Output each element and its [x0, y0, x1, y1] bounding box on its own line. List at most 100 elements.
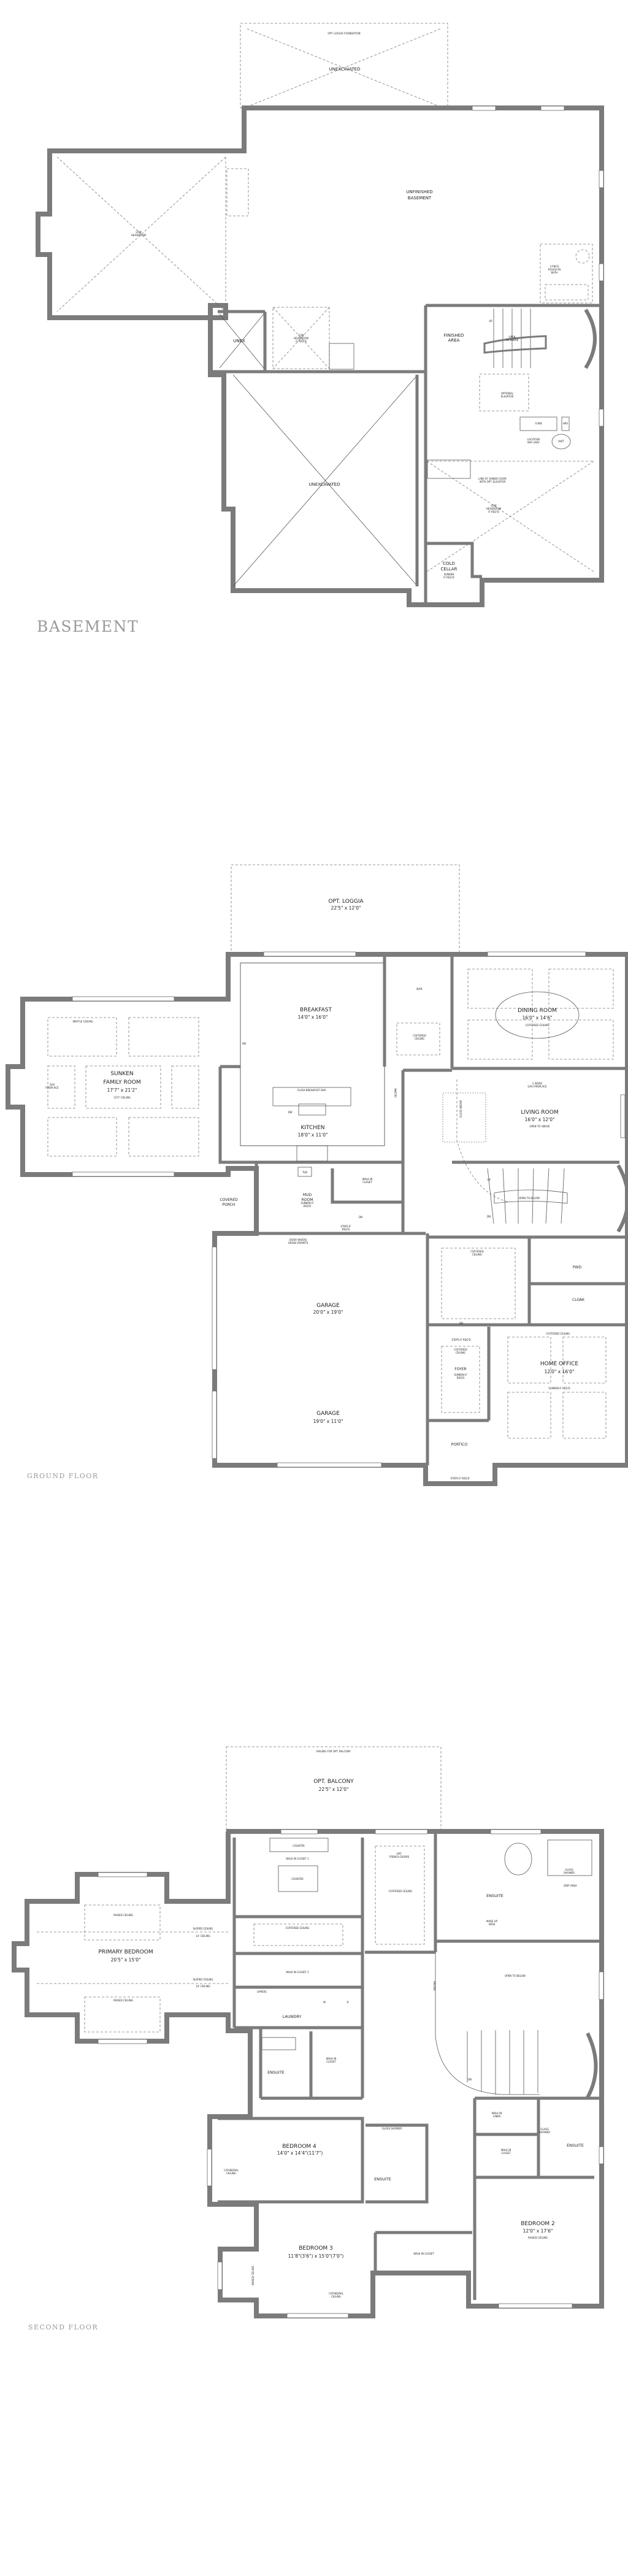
mud-room-label: MUD	[303, 1193, 312, 1197]
loggia-foundation-outline	[240, 23, 448, 109]
family-room-dimension: 17'7" x 21'2"	[107, 1087, 137, 1093]
stair-bay-wall	[584, 309, 597, 369]
location-note: LOCATION	[527, 438, 540, 441]
family-room-label: SUNKEN	[110, 1071, 133, 1077]
cooktop	[296, 1145, 328, 1162]
hwt-label: HWT	[558, 440, 564, 443]
finished-area-label: FINISHED	[444, 333, 464, 338]
location-note: MAY VARY	[527, 441, 540, 444]
second-floor-plan: RAILING FOR OPT. BALCONY OPT. BALCONY 22…	[12, 1746, 604, 2331]
walk-in-closet-label: WALK IN	[501, 2149, 511, 2152]
furnace-label: FURN	[535, 422, 542, 425]
unex-label: UNEX	[233, 339, 245, 343]
uppers-label: UPPERS	[257, 1990, 267, 1993]
ensuite-label: ENSUITE	[486, 1893, 504, 1898]
bedroom-3-dimension: 11'8"(3'6") x 15'0"(7'0")	[288, 2253, 344, 2259]
walk-in-linen-label: LINEN	[493, 2115, 500, 2118]
powder-room-label: PWD	[573, 1265, 582, 1270]
hrv-label: HRV	[563, 422, 569, 425]
makeup-desk-label: DESK	[489, 1923, 496, 1926]
coffered-ceiling-oval	[495, 991, 580, 1039]
glass-shower	[547, 1839, 592, 1876]
bedroom-4-label: BEDROOM 4	[282, 2144, 316, 2150]
cathedral-ceiling-label: CEILING	[226, 2172, 236, 2175]
ground-floor-title: GROUND FLOOR	[27, 1472, 99, 1480]
balcony-railing-label: RAILING FOR OPT. BALCONY	[316, 1750, 351, 1753]
cloak-label: CLOAK	[572, 1298, 585, 1302]
mud-room-note: REQ'D	[304, 1205, 312, 1208]
ceiling-height-label: 14' CEILING	[196, 1985, 210, 1988]
coffered-ceiling-label: COFFERED CEILING	[389, 1890, 413, 1893]
sloped-ceiling-label: SLOPED CEILING	[193, 1927, 213, 1930]
walk-in-closet-label: WALK IN CLOSET 2	[286, 1971, 309, 1974]
window	[599, 408, 604, 427]
kitchen-island	[272, 1087, 351, 1106]
bedroom-2-note: RAISED CEILING	[528, 2236, 548, 2239]
window	[540, 105, 565, 111]
coffered-ceiling-label: COFFERED CEILING	[546, 1332, 570, 1335]
garage-label: GARAGE	[316, 1303, 340, 1309]
bathtub	[261, 2037, 296, 2050]
living-room-dimension: 16'0" x 12'0"	[525, 1117, 555, 1122]
bedroom-3-label: BEDROOM 3	[299, 2245, 333, 2252]
home-office-dimension: 12'0" x 16'0"	[545, 1369, 575, 1374]
loggia-foundation-label: OPT. LOGGIA FOUNDATION	[327, 32, 360, 35]
counter-label: COUNTER	[291, 1877, 304, 1880]
low-headroom-label: IF REQ'D	[488, 510, 499, 513]
bar-label: BAR	[416, 987, 423, 991]
rough-in-bath-label: BATH	[551, 271, 558, 274]
loggia-dimension: 22'5" x 12'0"	[331, 905, 361, 911]
gas-fireplace-label: FIREPLACE	[45, 1086, 59, 1089]
stair-up-label: UP	[487, 1178, 491, 1181]
foyer-note: SUNKEN IF	[454, 1373, 467, 1376]
door-grade-note: GRADE PERMITS	[288, 1241, 308, 1244]
foyer-note: REQ'D	[457, 1376, 465, 1379]
walk-in-closet-label: WALK IN	[362, 1178, 373, 1181]
walk-in-linen-label: WALK IN	[492, 2112, 502, 2115]
garage-label: GARAGE	[316, 1411, 340, 1417]
loggia-label: OPT. LOGGIA	[328, 899, 364, 905]
sunken-floor-line-label: WITH OPT. ELEVATOR	[480, 480, 506, 483]
bedroom-2-dimension: 12'0" x 17'6"	[523, 2228, 553, 2234]
unfinished-basement-label: BASEMENT	[408, 196, 432, 201]
glass-shower-label: SHOWER	[539, 2131, 550, 2134]
coffered-ceiling-label: CEILING	[456, 1351, 465, 1354]
ceiling-height-label: 14' CEILING	[196, 1934, 210, 1938]
unexcavated-label: UNEXCAVATED	[309, 482, 340, 487]
walk-in-closet-label: CLOSET	[362, 1181, 372, 1184]
raised-ceiling-label: RAISED CEILING	[113, 1914, 133, 1917]
breakfast-label: BREAKFAST	[300, 1007, 332, 1013]
hrv	[561, 416, 570, 431]
washer-label: W	[323, 2001, 326, 2004]
dining-room-dimension: 16'0" x 14'6"	[523, 1015, 553, 1021]
home-office-label: HOME OFFICE	[540, 1361, 579, 1367]
bathtub	[504, 1842, 532, 1876]
bedroom-2-label: BEDROOM 2	[521, 2221, 555, 2227]
steps-note: STEPS IF REQ'D	[450, 1477, 469, 1480]
tub-label: TUB	[302, 1171, 307, 1174]
raised-ceiling-label: RAISED CEILING	[113, 1999, 133, 2002]
coffered-ceiling-label: COFFERED	[413, 1034, 426, 1037]
door-grade-note: DOOR WHERE	[289, 1238, 307, 1241]
cathedral-ceiling-label: CEILING	[331, 2295, 341, 2298]
kitchen-dimension: 18'0" x 11'0"	[298, 1132, 328, 1138]
low-headroom-label: HEADROOM	[486, 507, 501, 510]
dn-label: DN	[359, 1216, 362, 1219]
mud-room-note: SUNKEN IF	[301, 1202, 314, 1205]
coffered-ceiling-label: CEILING	[415, 1037, 424, 1040]
open-to-above-label: OPEN	[508, 335, 515, 339]
walk-in-closet-label: WALK IN CLOSET 1	[286, 1857, 309, 1860]
ground-interior-walls	[218, 954, 627, 1235]
cold-cellar-label: COLD	[443, 561, 455, 566]
kitchen-label: KITCHEN	[301, 1125, 325, 1131]
low-headroom-x	[56, 156, 226, 312]
pantry-label: PANTRY	[394, 1088, 397, 1098]
coffered-ceiling-label: COFFERED	[454, 1348, 467, 1351]
ensuite-label: ENSUITE	[374, 2177, 391, 2182]
makeup-desk-label: MAKE UP	[486, 1920, 498, 1923]
sunken-floor-line-label: LINE OF SUNEN FLOOR	[478, 477, 507, 480]
second-outer-wall	[12, 1829, 604, 2318]
window	[599, 170, 604, 188]
ground-floor-plan: OPT. LOGGIA 22'5" x 12'0" BREAKFAST 14'0…	[6, 864, 628, 1486]
ground-outer-wall	[6, 952, 628, 1486]
